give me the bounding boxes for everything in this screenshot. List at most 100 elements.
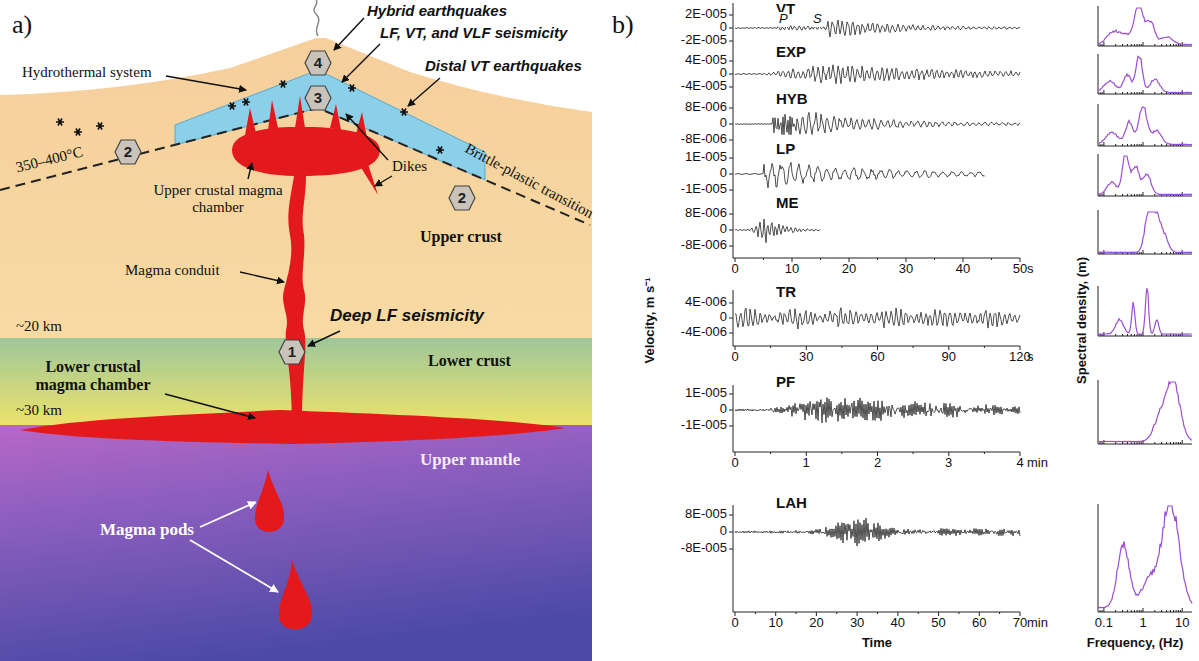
leader-arrow: [165, 394, 255, 418]
tick-label: 20: [842, 262, 856, 277]
spectrum-curve: [1098, 506, 1192, 608]
magma-pods: [255, 470, 312, 630]
upper-mantle: [0, 425, 592, 661]
tick-label: 2: [874, 456, 881, 471]
tick-label: 0: [720, 116, 727, 131]
callout-hexagon: 3: [304, 85, 332, 111]
spectrum-curve: [1098, 382, 1192, 442]
part-label: Magma pods: [100, 520, 194, 540]
leader-arrow: [190, 540, 278, 592]
tick-label: 0: [731, 456, 738, 471]
callout-label: Distal VT earthquakes: [425, 57, 582, 74]
lower-magma-chamber: [20, 410, 565, 444]
axis-unit: min: [1027, 616, 1048, 631]
hexagon-shape: [305, 51, 331, 75]
tick-label: 30: [850, 616, 864, 631]
waveform-trace: [735, 398, 1020, 423]
tick-label: 40: [956, 262, 970, 277]
callout-label: Hybrid earthquakes: [367, 2, 507, 19]
tick-label: 3: [945, 456, 952, 471]
tick-label: 60: [870, 350, 884, 365]
tick-label: 30: [799, 350, 813, 365]
panel-letter: b): [612, 10, 634, 40]
tick-label: -8E-005: [681, 541, 727, 556]
tick-label: 60: [972, 616, 986, 631]
tick-label: 70: [1013, 616, 1027, 631]
plot-axes: [729, 3, 1192, 616]
callout-number: 1: [288, 344, 296, 361]
layer-label: Upper mantle: [420, 450, 520, 470]
tick-label: 4: [1016, 456, 1023, 471]
spectrum-curve: [1098, 8, 1192, 45]
tick-label: 0: [720, 524, 727, 539]
tick-label: 90: [942, 350, 956, 365]
tick-label: -8E-006: [681, 238, 727, 253]
tick-label: 8E-006: [685, 100, 727, 115]
trace-name: TR: [776, 283, 796, 300]
tick-label: 1E-005: [685, 386, 727, 401]
leader-arrow: [334, 18, 364, 50]
callout-hexagon: 4: [304, 50, 332, 76]
depth-label: ~30 km: [16, 402, 62, 419]
trace-name: EXP: [776, 43, 806, 60]
spectrum-curve: [1098, 212, 1192, 252]
hexagon-shape: [449, 186, 475, 210]
part-label: Magma conduit: [125, 262, 220, 279]
tick-label: 1: [1139, 616, 1146, 631]
part-label: Upper crustal magma chamber: [150, 182, 286, 217]
tick-label: 4E-006: [685, 295, 727, 310]
tick-label: 0: [720, 402, 727, 417]
trace-name: LP: [776, 140, 795, 157]
axis-title: Spectral density, (m): [1074, 257, 1089, 384]
leader-arrow: [308, 331, 340, 346]
callout-number: 3: [314, 90, 322, 107]
callout-number: 2: [124, 144, 132, 161]
callout-number: 2: [458, 190, 466, 207]
hydrothermal-zone: [175, 70, 485, 180]
tick-label: 0: [731, 350, 738, 365]
callout-hexagon: 1: [278, 339, 306, 365]
waveform-trace: [735, 308, 1020, 329]
waveform-trace: [735, 219, 820, 243]
callout-label: Deep LF seismicity: [330, 306, 484, 326]
magma-conduit: [283, 176, 306, 425]
callout-label: LF, VT, and VLF seismicity: [380, 24, 567, 41]
tick-label: 50: [931, 616, 945, 631]
callout-hexagon: 2: [448, 185, 476, 211]
tick-label: 0: [720, 166, 727, 181]
waveform-trace: [735, 112, 1020, 134]
phase-label: P: [778, 12, 789, 27]
tick-label: 10: [1175, 616, 1189, 631]
part-label: Lower crustal magma chamber: [28, 358, 158, 395]
tick-label: -1E-005: [681, 418, 727, 433]
tick-label: 40: [891, 616, 905, 631]
dikes: [245, 96, 378, 195]
axis-title: Velocity, m s⁻¹: [642, 277, 657, 363]
trace-name: LAH: [776, 494, 807, 511]
tick-label: 0: [720, 222, 727, 237]
tick-label: 0: [731, 262, 738, 277]
axis-title: Time: [862, 636, 892, 651]
tick-label: 50: [1013, 262, 1027, 277]
leader-arrow: [408, 78, 440, 106]
region-label: Hydrothermal system: [22, 64, 152, 81]
tick-label: 20: [809, 616, 823, 631]
tick-label: -4E-006: [681, 325, 727, 340]
callout-number: 4: [314, 55, 322, 72]
tick-label: 0: [731, 616, 738, 631]
earthquake-markers: [56, 81, 444, 154]
leader-arrow: [342, 44, 380, 82]
leader-arrow: [200, 502, 256, 527]
trace-name: PF: [776, 373, 795, 390]
waveform-trace: [735, 518, 1020, 546]
tick-label: 1: [803, 456, 810, 471]
depth-label: ~20 km: [16, 318, 62, 335]
panel-letter: a): [12, 10, 32, 40]
leader-arrow: [346, 114, 388, 160]
tick-label: -2E-005: [681, 33, 727, 48]
layer-label: Upper crust: [420, 228, 502, 246]
leader-arrow: [166, 76, 246, 90]
layer-label: Lower crust: [428, 352, 511, 370]
